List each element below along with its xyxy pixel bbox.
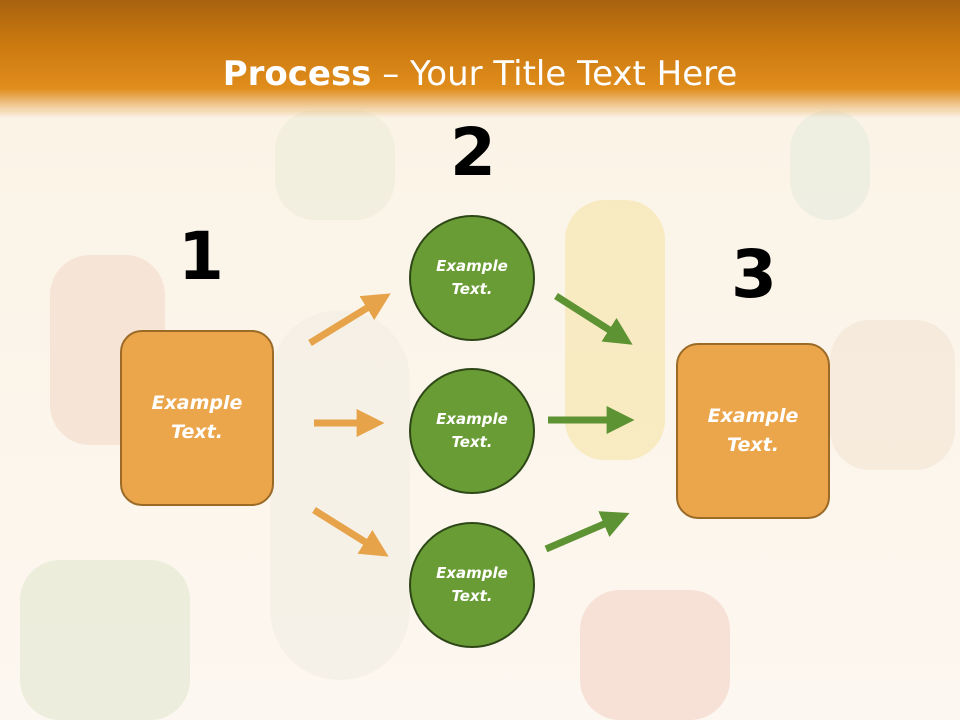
background-glass xyxy=(20,560,190,720)
step-box-right: Example Text. xyxy=(676,343,830,519)
step-box-right-text: Example Text. xyxy=(707,405,799,456)
background-glass xyxy=(275,110,395,220)
title-strong: Process xyxy=(222,54,372,94)
arrow-left-to-top xyxy=(308,293,391,346)
step-number-3: 3 xyxy=(731,236,777,313)
background-glass xyxy=(580,590,730,720)
background-glass xyxy=(270,310,410,680)
background-glass xyxy=(790,110,870,220)
title-rest: – Your Title Text Here xyxy=(371,54,738,94)
step-box-left: Example Text. xyxy=(120,330,274,506)
step-circle-bottom: Example Text. xyxy=(409,522,535,648)
arrow-top-to-right xyxy=(554,293,633,345)
step-circle-middle: Example Text. xyxy=(409,368,535,494)
background-glass xyxy=(830,320,955,470)
step-circle-top: Example Text. xyxy=(409,215,535,341)
step-number-1: 1 xyxy=(178,218,224,295)
step-circle-bottom-text: Example Text. xyxy=(436,564,508,605)
arrow-bottom-to-right xyxy=(544,511,630,553)
step-number-2: 2 xyxy=(450,114,496,191)
step-circle-middle-text: Example Text. xyxy=(436,410,508,451)
step-box-left-text: Example Text. xyxy=(151,392,243,443)
slide-title: Process – Your Title Text Here xyxy=(0,52,960,96)
step-circle-top-text: Example Text. xyxy=(436,257,508,298)
arrow-left-to-bottom xyxy=(312,507,389,557)
header-bar xyxy=(0,0,960,118)
